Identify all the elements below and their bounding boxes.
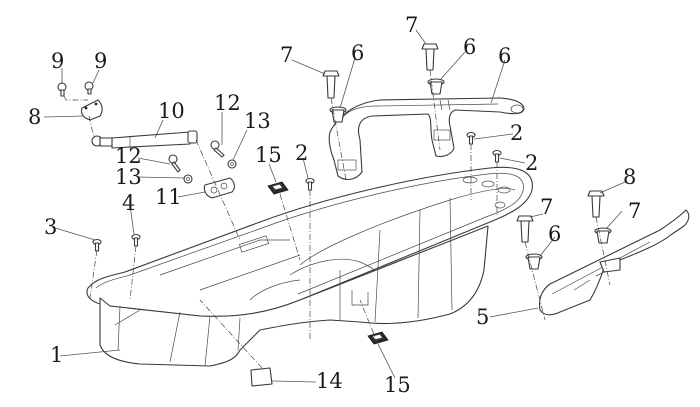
speed-nut-15-upper[interactable] [267, 181, 289, 195]
callout-15-upper: 15 [255, 143, 282, 167]
callout-9-right: 9 [94, 49, 107, 73]
callout-13-upper: 13 [244, 109, 271, 133]
callout-14: 14 [316, 369, 343, 393]
callout-12-upper: 12 [214, 91, 241, 115]
washer-13-upper[interactable] [227, 159, 237, 169]
screw-3-b[interactable] [131, 233, 141, 247]
callout-13-lower: 13 [115, 165, 142, 189]
callout-7-b: 7 [405, 13, 418, 37]
flange-bolt-7-a[interactable] [322, 70, 340, 99]
callout-2-c: 2 [525, 151, 538, 175]
callout-6-a: 6 [351, 41, 364, 65]
bolt-12-upper[interactable] [210, 140, 225, 158]
callout-labels: 9 9 8 10 12 13 12 13 11 15 2 7 6 7 6 6 2… [28, 13, 641, 397]
callout-5: 6 [498, 44, 511, 68]
flange-bolt-7-b[interactable] [421, 43, 439, 71]
speed-nut-15-lower[interactable] [367, 331, 389, 345]
callout-6-d: 7 [628, 199, 641, 223]
bolt-9-right[interactable] [84, 81, 94, 95]
callout-11: 11 [155, 185, 182, 209]
washer-13-lower[interactable] [183, 174, 193, 184]
callout-8: 8 [28, 105, 41, 129]
callout-9-left: 9 [51, 49, 64, 73]
callout-15-lower: 15 [384, 373, 411, 397]
callout-7-c: 7 [540, 195, 553, 219]
luggage-box[interactable] [86, 166, 533, 367]
callout-7-a: 7 [280, 43, 293, 67]
bushing-6-a[interactable] [329, 106, 347, 123]
callout-6-b: 6 [463, 35, 476, 59]
bolt-9-left[interactable] [57, 82, 67, 97]
callout-3-b: 4 [122, 191, 135, 215]
rear-grab-rail[interactable] [328, 97, 525, 181]
screw-3-a[interactable] [92, 238, 102, 252]
callout-12-lower: 12 [115, 144, 142, 168]
screw-2-c[interactable] [492, 149, 502, 163]
callout-7-d: 8 [623, 165, 636, 189]
flange-bolt-7-c[interactable] [516, 215, 534, 243]
screw-2-b[interactable] [466, 131, 476, 145]
foam-pad[interactable] [250, 367, 273, 387]
callout-3-a: 3 [44, 215, 57, 239]
screw-2-a[interactable] [305, 177, 315, 191]
callout-2-a: 2 [295, 141, 308, 165]
left-grab-rail[interactable] [538, 209, 690, 316]
hinge-bracket[interactable] [203, 177, 235, 199]
callout-10: 10 [158, 99, 185, 123]
flange-bolt-7-d[interactable] [587, 190, 605, 218]
callout-leaders [43, 29, 626, 383]
strut-bracket[interactable] [80, 99, 103, 121]
callout-4: 5 [476, 305, 489, 329]
callout-1: 1 [50, 343, 63, 367]
bolt-12-lower[interactable] [168, 154, 181, 173]
callout-2-b: 2 [510, 121, 523, 145]
bushing-6-b[interactable] [427, 78, 445, 95]
callout-6-c: 6 [548, 222, 561, 246]
bushing-6-d[interactable] [594, 227, 612, 244]
assembly-axes [63, 69, 611, 369]
gas-strut[interactable] [91, 130, 198, 149]
